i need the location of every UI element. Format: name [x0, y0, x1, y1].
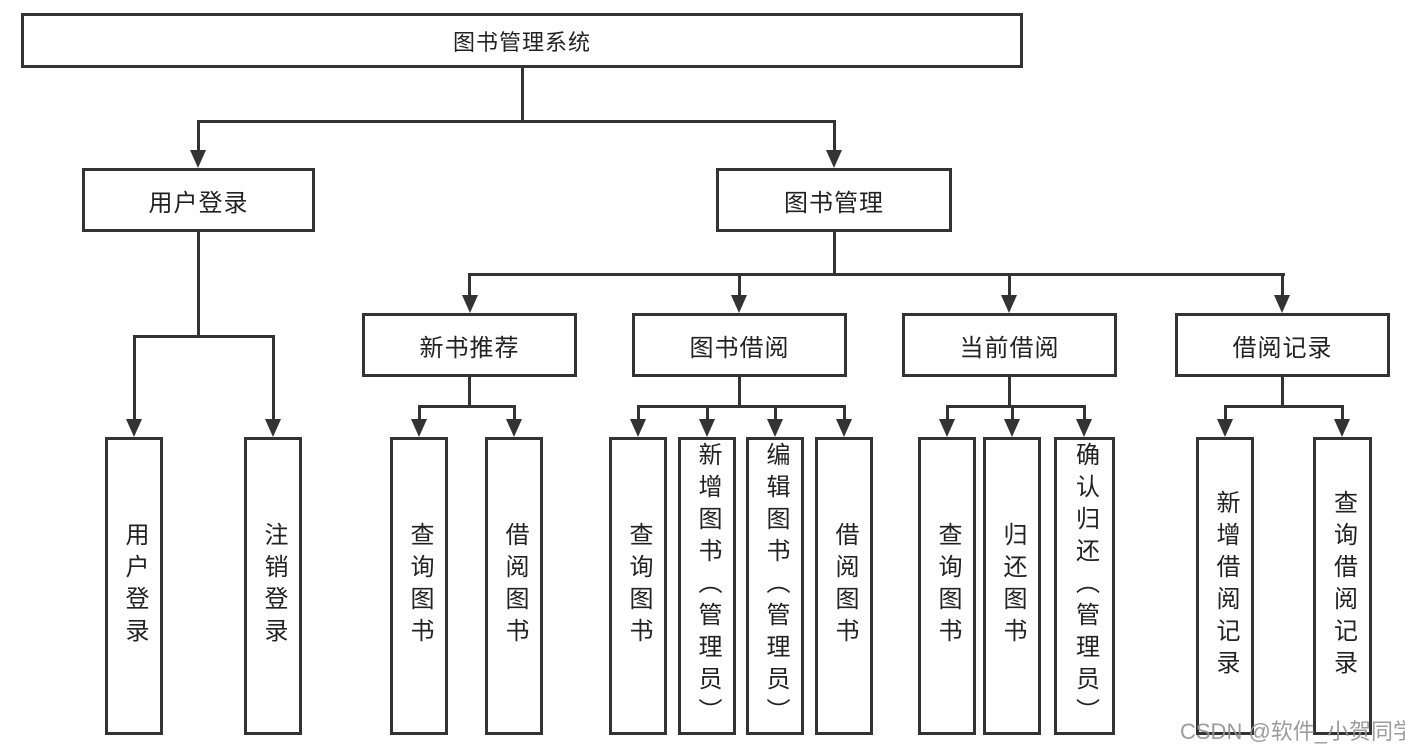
node-confirm-return-admin: 确认归还（管理员） — [1054, 437, 1115, 735]
node-book-management: 图书管理 — [716, 168, 952, 232]
arrow-down-icon — [1004, 419, 1020, 437]
arrow-down-icon — [836, 419, 852, 437]
connector-book-mgmt-bar — [468, 273, 1285, 276]
node-user-login-leaf: 用户登录 — [105, 437, 163, 735]
node-library-management-system: 图书管理系统 — [21, 13, 1023, 68]
connector-current-bar — [946, 405, 1086, 408]
connector-leaf-stem — [1224, 405, 1227, 421]
arrow-down-icon — [190, 150, 206, 168]
connector-leaf-stem — [1011, 405, 1014, 421]
arrow-down-icon — [1217, 419, 1233, 437]
node-edit-book-admin: 编辑图书（管理员） — [746, 437, 804, 735]
arrow-down-icon — [826, 150, 842, 168]
node-query-borrow-record: 查询借阅记录 — [1313, 437, 1372, 735]
connector-to-current-borrow — [1008, 273, 1011, 299]
connector-to-borrow-records — [1281, 273, 1284, 299]
connector-root-stem — [521, 68, 524, 120]
connector-to-book-borrow — [738, 273, 741, 299]
node-logout-leaf: 注销登录 — [244, 437, 302, 735]
node-book-borrow: 图书借阅 — [632, 313, 847, 377]
csdn-watermark: CSDN @软件_小贺同学 — [1180, 719, 1405, 744]
arrow-down-icon — [265, 419, 281, 437]
connector-leaf-stem — [706, 405, 709, 421]
node-user-login: 用户登录 — [82, 168, 315, 232]
arrow-down-icon — [1076, 419, 1092, 437]
connector-to-logout-leaf — [272, 335, 275, 421]
connector-user-login-stem — [197, 232, 200, 335]
connector-leaf-stem — [843, 405, 846, 421]
node-query-books-recommend: 查询图书 — [390, 437, 448, 735]
arrow-down-icon — [1334, 419, 1350, 437]
connector-records-bar — [1224, 405, 1344, 408]
connector-leaf-stem — [946, 405, 949, 421]
connector-to-book-management — [833, 120, 836, 150]
connector-book-mgmt-stem — [833, 232, 836, 273]
node-borrow-books-recommend: 借阅图书 — [485, 437, 543, 735]
node-current-borrow: 当前借阅 — [902, 313, 1117, 377]
connector-to-user-login-leaf — [133, 335, 136, 421]
arrow-down-icon — [699, 419, 715, 437]
node-add-borrow-record: 新增借阅记录 — [1196, 437, 1254, 735]
connector-recommend-stem — [468, 377, 471, 405]
connector-recommend-bar — [418, 405, 516, 408]
arrow-down-icon — [506, 419, 522, 437]
node-query-books-borrow: 查询图书 — [609, 437, 667, 735]
node-return-book: 归还图书 — [983, 437, 1041, 735]
node-add-book-admin: 新增图书（管理员） — [678, 437, 736, 735]
connector-leaf-stem — [1083, 405, 1086, 421]
node-borrow-records: 借阅记录 — [1175, 313, 1390, 377]
arrow-down-icon — [767, 419, 783, 437]
connector-root-bar — [197, 120, 836, 123]
connector-borrow-bar — [637, 405, 846, 408]
arrow-down-icon — [462, 295, 478, 313]
connector-leaf-stem — [513, 405, 516, 421]
arrow-down-icon — [1001, 295, 1017, 313]
connector-leaf-stem — [418, 405, 421, 421]
arrow-down-icon — [1274, 295, 1290, 313]
node-query-books-current: 查询图书 — [918, 437, 976, 735]
connector-to-new-book-recommend — [468, 273, 471, 299]
connector-records-stem — [1281, 377, 1284, 405]
connector-leaf-stem — [774, 405, 777, 421]
connector-to-user-login — [197, 120, 200, 150]
arrow-down-icon — [126, 419, 142, 437]
connector-current-stem — [1008, 377, 1011, 405]
connector-leaf-stem — [637, 405, 640, 421]
connector-borrow-stem — [738, 377, 741, 405]
connector-leaf-stem — [1341, 405, 1344, 421]
connector-user-login-bar — [133, 335, 275, 338]
arrow-down-icon — [939, 419, 955, 437]
arrow-down-icon — [630, 419, 646, 437]
node-borrow-books-leaf: 借阅图书 — [815, 437, 873, 735]
node-new-book-recommend: 新书推荐 — [362, 313, 577, 377]
arrow-down-icon — [731, 295, 747, 313]
arrow-down-icon — [411, 419, 427, 437]
